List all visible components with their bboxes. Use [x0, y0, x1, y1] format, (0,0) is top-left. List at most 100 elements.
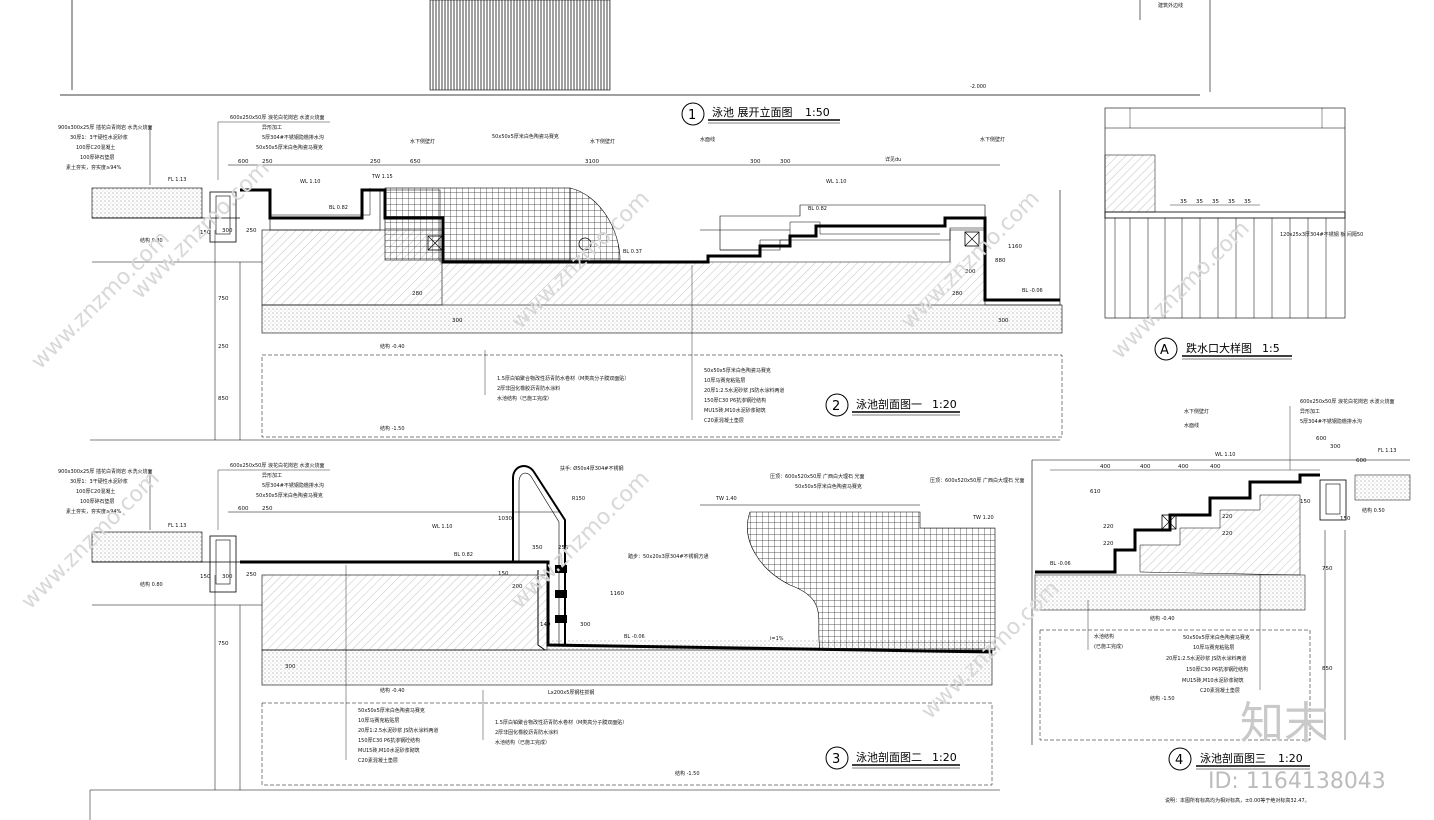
svg-text:300: 300 [222, 574, 233, 580]
svg-text:C20素混凝土垫层: C20素混凝土垫层 [1200, 687, 1240, 694]
svg-text:50x50x5厚米白色陶瓷马赛克: 50x50x5厚米白色陶瓷马赛克 [256, 144, 323, 151]
svg-text:280: 280 [952, 291, 963, 297]
svg-text:水池结构: 水池结构 [1094, 633, 1114, 640]
svg-text:10厚马赛克粘贴层: 10厚马赛克粘贴层 [704, 377, 745, 384]
svg-text:水面线: 水面线 [1184, 422, 1199, 429]
svg-text:2厚非固化橡胶沥青防水涂料: 2厚非固化橡胶沥青防水涂料 [497, 385, 560, 392]
svg-text:FL 1.13: FL 1.13 [168, 523, 186, 529]
svg-text:250: 250 [246, 572, 257, 578]
svg-text:BL 0.82: BL 0.82 [329, 205, 348, 211]
svg-text:200: 200 [512, 584, 523, 590]
svg-text:100厚碎石垫层: 100厚碎石垫层 [80, 498, 115, 505]
svg-text:素土夯实，夯实度≥94%: 素土夯实，夯实度≥94% [66, 508, 122, 515]
svg-text:300: 300 [750, 159, 761, 165]
detail-section-4: 600x250x50厚 浪花白花岗岩 水波火烧面 异形加工 5厚304#不锈钢隐… [1031, 398, 1411, 804]
svg-text:踏步：50x20x3厚304#不锈钢方通: 踏步：50x20x3厚304#不锈钢方通 [628, 553, 709, 560]
svg-text:100厚C20混凝土: 100厚C20混凝土 [76, 144, 115, 151]
svg-text:300: 300 [452, 318, 463, 324]
svg-text:250: 250 [370, 159, 381, 165]
detail3-title: 泳池剖面图二 [856, 750, 922, 764]
svg-text:20厚1:2.5水泥砂浆 JS防水涂料两道: 20厚1:2.5水泥砂浆 JS防水涂料两道 [704, 387, 784, 394]
detail-section-1: 1 泳池 展开立面图 1:50 900x300x25厚 插花白青岗岩 水洗火烧面… [58, 102, 1063, 441]
svg-text:750: 750 [1322, 566, 1333, 572]
edge-label: 建筑外边线 [1158, 2, 1183, 9]
svg-text:1160: 1160 [1008, 244, 1022, 250]
svg-text:BL -0.06: BL -0.06 [1050, 561, 1071, 567]
svg-text:600x250x50厚 浪花白花岗岩 水波火烧面: 600x250x50厚 浪花白花岗岩 水波火烧面 [230, 114, 325, 121]
svg-text:400: 400 [1100, 464, 1111, 470]
svg-text:水池结构（已施工完成）: 水池结构（已施工完成） [495, 739, 550, 746]
svg-text:详见du: 详见du [885, 156, 901, 163]
svg-text:300: 300 [580, 622, 591, 628]
svg-text:600: 600 [1356, 458, 1367, 464]
svg-text:250: 250 [246, 228, 257, 234]
svg-text:150: 150 [200, 574, 211, 580]
svg-text:200: 200 [965, 269, 976, 275]
svg-text:WL 1.10: WL 1.10 [432, 524, 452, 530]
svg-text:50x50x5厚米白色陶瓷马赛克: 50x50x5厚米白色陶瓷马赛克 [256, 492, 323, 499]
svg-text:400: 400 [1140, 464, 1151, 470]
svg-text:BL -0.06: BL -0.06 [624, 634, 645, 640]
svg-text:Lx200x5厚钢柱抓钢: Lx200x5厚钢柱抓钢 [548, 689, 594, 696]
svg-text:220: 220 [1103, 524, 1114, 530]
svg-text:结构 -0.40: 结构 -0.40 [380, 343, 405, 350]
svg-text:5厚304#不锈钢隐檐排水沟: 5厚304#不锈钢隐檐排水沟 [262, 482, 324, 489]
svg-text:280: 280 [412, 291, 423, 297]
svg-text:610: 610 [1090, 489, 1101, 495]
svg-text:结构 -1.50: 结构 -1.50 [675, 770, 700, 777]
svg-text:850: 850 [1322, 666, 1333, 672]
svg-text:50x50x5厚米白色陶瓷马赛克: 50x50x5厚米白色陶瓷马赛克 [1183, 634, 1250, 641]
detail1-scale: 1:50 [805, 106, 830, 119]
svg-text:150厚C30 P6抗渗钢砼结构: 150厚C30 P6抗渗钢砼结构 [358, 737, 420, 744]
svg-text:250: 250 [218, 344, 229, 350]
svg-text:35: 35 [1228, 199, 1235, 205]
svg-text:600x250x50厚 浪花白花岗岩 水波火烧面: 600x250x50厚 浪花白花岗岩 水波火烧面 [230, 462, 325, 469]
svg-text:结构 -0.40: 结构 -0.40 [380, 687, 405, 694]
detail1-left-spec: 900x300x25厚 插花白青岗岩 水洗火烧面 30厚1：3干硬性水泥砂浆 1… [58, 124, 153, 185]
detail1-number: 1 [688, 108, 696, 123]
svg-text:600: 600 [238, 506, 249, 512]
svg-text:300: 300 [998, 318, 1009, 324]
detail4-scale: 1:20 [1278, 752, 1303, 765]
svg-text:压顶：600x520x50厚 广西白大理石 光面: 压顶：600x520x50厚 广西白大理石 光面 [930, 477, 1025, 484]
svg-text:异形加工: 异形加工 [262, 472, 282, 479]
detail3-scale: 1:20 [932, 751, 957, 764]
svg-text:MU15砖,M10水泥砂浆砌筑: MU15砖,M10水泥砂浆砌筑 [1182, 677, 1244, 684]
detailA-slats [1114, 218, 1327, 318]
svg-text:150厚C30 P6抗渗钢砼结构: 150厚C30 P6抗渗钢砼结构 [704, 397, 766, 404]
svg-text:5厚304#不锈钢隐檐排水沟: 5厚304#不锈钢隐檐排水沟 [262, 134, 324, 141]
detailA-scale: 1:5 [1262, 342, 1280, 355]
top-level: -2.000 [970, 84, 986, 90]
svg-text:www.znzmo.com: www.znzmo.com [507, 466, 655, 614]
svg-text:TW 1.40: TW 1.40 [715, 496, 737, 502]
svg-text:600x250x50厚 浪花白花岗岩 水波火烧面: 600x250x50厚 浪花白花岗岩 水波火烧面 [1300, 398, 1395, 405]
svg-text:150: 150 [1340, 516, 1351, 522]
svg-text:850: 850 [218, 396, 229, 402]
detail4-footnote: 说明：本图所有标高均为相对标高，±0.00等于绝对标高32.47。 [1165, 797, 1310, 804]
svg-text:BL 0.82: BL 0.82 [454, 552, 473, 558]
svg-text:MU15砖,M10水泥砂浆砌筑: MU15砖,M10水泥砂浆砌筑 [704, 407, 766, 414]
svg-text:1030: 1030 [498, 516, 512, 522]
svg-text:FL 1.13: FL 1.13 [1378, 448, 1396, 454]
svg-text:1160: 1160 [610, 591, 624, 597]
svg-text:35: 35 [1244, 199, 1251, 205]
detail3-left-spec: 900x300x25厚 插花白青岗岩 水洗火烧面 30厚1：3干硬性水泥砂浆 1… [58, 468, 153, 530]
watermark-brand: 知末 [1240, 698, 1328, 749]
svg-text:BL -0.06: BL -0.06 [1022, 288, 1043, 294]
svg-text:TW 1.15: TW 1.15 [371, 174, 393, 180]
svg-text:900x300x25厚 插花白青岗岩 水洗火烧面: 900x300x25厚 插花白青岗岩 水洗火烧面 [58, 468, 153, 475]
svg-text:R150: R150 [572, 496, 585, 502]
svg-text:5厚304#不锈钢隐檐排水沟: 5厚304#不锈钢隐檐排水沟 [1300, 418, 1362, 425]
detail2-scale: 1:20 [932, 398, 957, 411]
svg-text:50x50x5厚米白色陶瓷马赛克: 50x50x5厚米白色陶瓷马赛克 [492, 133, 559, 140]
svg-text:300: 300 [780, 159, 791, 165]
svg-text:异形加工: 异形加工 [262, 124, 282, 131]
svg-text:900x300x25厚 插花白青岗岩 水洗火烧面: 900x300x25厚 插花白青岗岩 水洗火烧面 [58, 124, 153, 131]
watermark-layer: www.znzmo.com www.znzmo.com www.znzmo.co… [17, 156, 1386, 794]
svg-text:20厚1:2.5水泥砂浆 JS防水涂料两道: 20厚1:2.5水泥砂浆 JS防水涂料两道 [358, 727, 438, 734]
svg-text:250: 250 [262, 506, 273, 512]
svg-text:结构 -1.50: 结构 -1.50 [380, 425, 405, 432]
detail4-callout: 600x250x50厚 浪花白花岗岩 水波火烧面 异形加工 5厚304#不锈钢隐… [1289, 398, 1395, 470]
svg-text:880: 880 [995, 258, 1006, 264]
